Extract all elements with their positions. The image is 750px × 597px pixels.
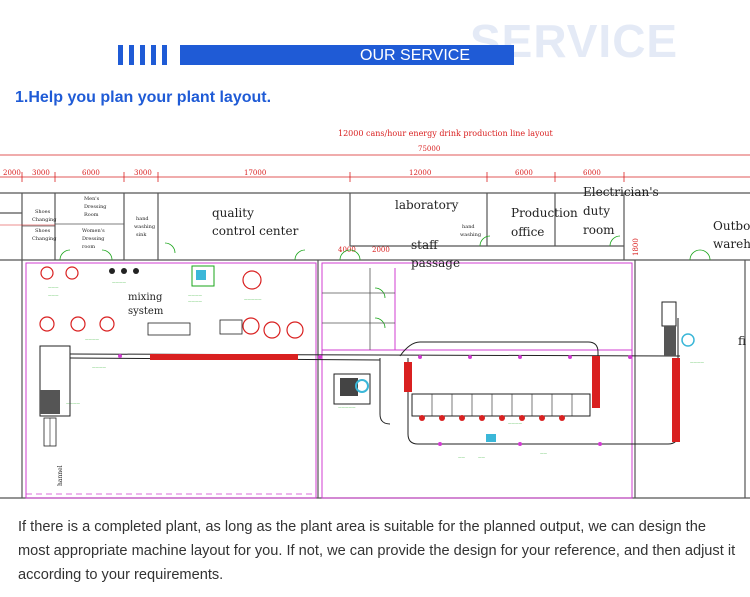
svg-text:—————: ————— — [244, 297, 262, 301]
quality-line-1: quality — [212, 206, 254, 220]
shoes-changing-2: Changing — [32, 217, 57, 223]
laboratory-label: laboratory — [395, 198, 459, 212]
svg-text:——: —— — [478, 455, 486, 459]
mixing-2: system — [128, 306, 164, 317]
dim-4: 3000 — [134, 169, 152, 177]
svg-text:————: ———— — [85, 337, 100, 341]
shoes-changing-3: Shoes — [35, 228, 51, 234]
dim-5: 17000 — [244, 169, 266, 177]
hand-wash-2b: washing — [460, 232, 482, 238]
mixing-1: mixing — [128, 292, 163, 303]
quality-line-2: control center — [212, 224, 299, 238]
edge-label: fi — [738, 334, 746, 348]
svg-text:————: ———— — [66, 401, 81, 405]
dim-3: 6000 — [82, 169, 100, 177]
dim-8: 6000 — [583, 169, 601, 177]
electricians-3: room — [583, 223, 615, 237]
total-width: 75000 — [418, 145, 440, 153]
outbound-1: Outboa — [713, 219, 750, 233]
banner-bar — [180, 45, 514, 65]
banner-stripes — [118, 45, 178, 65]
svg-text:————: ———— — [690, 360, 705, 364]
dim-lower-1: 4000 — [338, 246, 356, 254]
electricians-2: duty — [583, 204, 610, 218]
svg-text:————: ———— — [508, 421, 523, 425]
svg-text:———: ——— — [48, 293, 59, 297]
mens-room-2: Dressing — [84, 204, 107, 210]
dim-1: 2000 — [3, 169, 21, 177]
dim-7: 6000 — [515, 169, 533, 177]
shoes-changing-1: Shoes — [35, 209, 51, 215]
production-office-2: office — [511, 225, 544, 239]
svg-text:————: ———— — [188, 299, 203, 303]
hand-wash-2a: hand — [462, 224, 475, 230]
layout-title: 12000 cans/hour energy drink production … — [338, 129, 554, 138]
womens-room-3: room — [82, 244, 95, 250]
plant-layout-drawing: 12000 cans/hour energy drink production … — [0, 129, 750, 499]
outbound-2: wareho — [713, 237, 750, 251]
womens-room-1: Women's — [82, 228, 105, 234]
production-office-1: Production — [511, 206, 578, 220]
svg-text:——: —— — [458, 455, 466, 459]
womens-room-2: Dressing — [82, 236, 105, 242]
dim-lower-2: 2000 — [372, 246, 390, 254]
mens-room-1: Men's — [84, 196, 100, 202]
electricians-1: Electrician's — [583, 185, 659, 199]
staff-1: staff — [411, 238, 439, 252]
staff-2: passage — [411, 256, 460, 270]
banner-title: OUR SERVICE — [360, 47, 470, 64]
dim-2: 3000 — [32, 169, 50, 177]
shoes-changing-4: Changing — [32, 236, 57, 242]
dim-lower-3: 1800 — [632, 238, 640, 256]
dim-6: 12000 — [409, 169, 431, 177]
hand-wash-1b: washing — [134, 224, 156, 230]
svg-text:—————: ————— — [338, 405, 356, 409]
svg-text:————: ———— — [188, 293, 203, 297]
svg-text:————: ———— — [112, 280, 127, 284]
svg-text:——: —— — [540, 451, 548, 455]
svg-text:————: ———— — [92, 365, 107, 369]
channel-label: hannel — [57, 465, 64, 486]
hand-wash-1c: sink — [136, 232, 147, 238]
section-title: 1.Help you plan your plant layout. — [15, 89, 272, 106]
hand-wash-1a: hand — [136, 216, 149, 222]
mens-room-3: Room — [84, 212, 99, 218]
svg-text:———: ——— — [48, 285, 59, 289]
service-description: If there is a completed plant, as long a… — [18, 519, 736, 583]
